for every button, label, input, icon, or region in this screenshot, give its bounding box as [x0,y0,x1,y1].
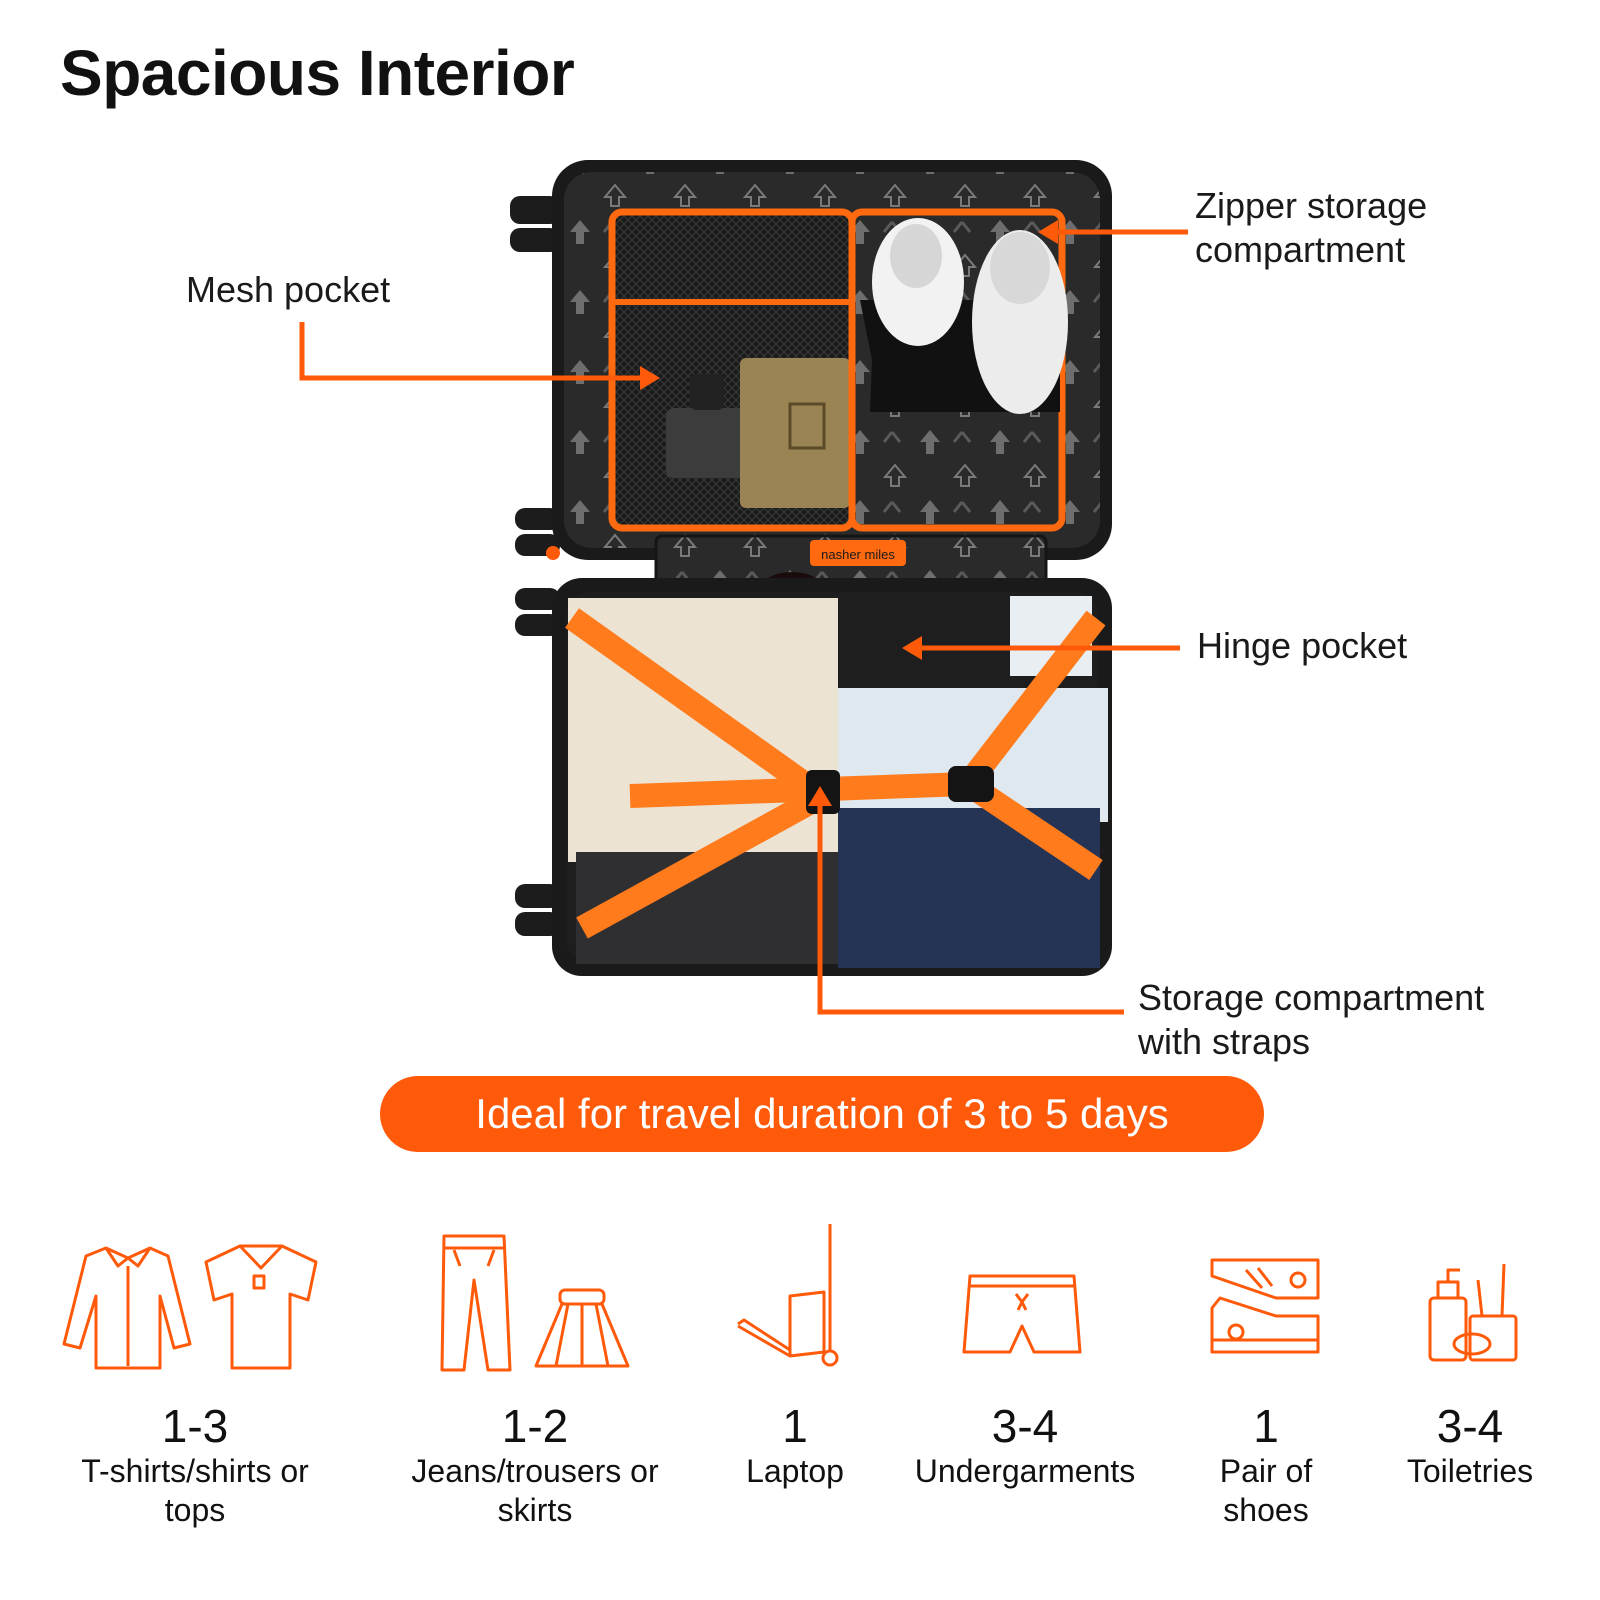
item-count: 1-2 [501,1400,569,1452]
callout-storage-line1: Storage compartment [1138,977,1485,1018]
brand-tag: nasher miles [821,547,895,562]
callout-arrowheads [640,220,1058,806]
item-label: Undergarments [914,1453,1136,1489]
item-count: 3-4 [1436,1400,1504,1452]
item-label: Pair of shoes [1219,1453,1313,1528]
item-label: Laptop [746,1453,844,1489]
callout-mesh-pocket: Mesh pocket [186,268,390,312]
item-label: Jeans/trousers or skirts [411,1453,659,1528]
callout-zipper-line2: compartment [1195,229,1406,270]
page-title: Spacious Interior [60,37,575,109]
toiletries-icon [1428,1263,1518,1362]
item-count: 3-4 [991,1400,1059,1452]
item-count: 1-3 [161,1400,229,1452]
laptop-trolley-icon [737,1224,839,1367]
item-bottoms: 1-2 Jeans/trousers or skirts [400,1400,670,1530]
item-label: T-shirts/shirts or tops [81,1453,309,1528]
callout-lines [299,229,1188,1015]
callout-zipper-compartment: Zipper storage compartment [1195,184,1427,272]
item-count: 1 [1253,1400,1279,1452]
callout-storage-compartment: Storage compartment with straps [1138,976,1484,1064]
compression-straps [565,608,1106,939]
item-shoes: 1 Pair of shoes [1196,1400,1336,1530]
sneaker-icon [1210,1258,1320,1354]
suitcase-wheels [510,196,560,936]
callout-zipper-line1: Zipper storage [1195,185,1428,226]
item-label: Toiletries [1406,1453,1534,1489]
item-laptop: 1 Laptop [710,1400,880,1491]
item-toiletries: 3-4 Toiletries [1380,1400,1560,1491]
item-tops: 1-3 T-shirts/shirts or tops [60,1400,330,1530]
suitcase-illustration: nasher miles [299,160,1188,1015]
callout-storage-line2: with straps [1138,1021,1311,1062]
travel-duration-banner: Ideal for travel duration of 3 to 5 days [380,1076,1264,1152]
item-count: 1 [782,1400,808,1452]
callout-mesh-pocket-text: Mesh pocket [186,269,391,310]
trousers-skirt-icon [440,1234,630,1372]
callout-hinge-pocket-text: Hinge pocket [1197,625,1408,666]
shorts-icon [962,1274,1082,1354]
item-undergarments: 3-4 Undergarments [900,1400,1150,1491]
shirt-tshirt-icon [62,1244,318,1370]
callout-hinge-pocket: Hinge pocket [1197,624,1407,668]
